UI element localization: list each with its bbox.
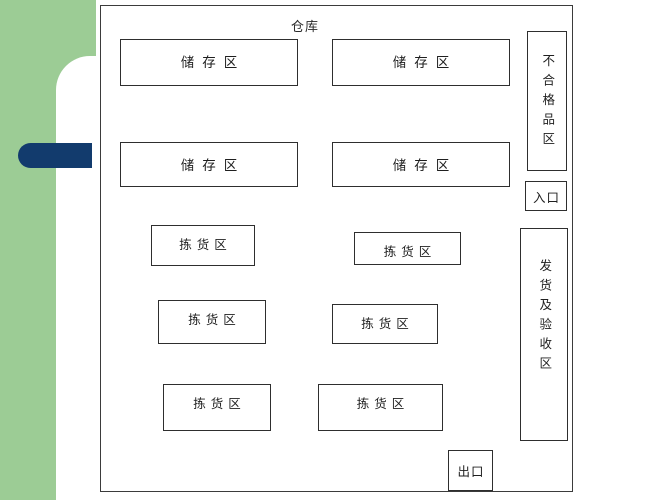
picking-zone-4-label: 拣货区 [361, 316, 414, 331]
picking-zone-5-label: 拣货区 [193, 396, 246, 411]
decorative-blue-bar [18, 143, 92, 168]
diagram-title: 仓库 [291, 20, 320, 35]
picking-zone-1-label: 拣货区 [179, 237, 232, 252]
storage-zone-3-label: 储存区 [180, 158, 246, 174]
picking-zone-2: 拣货区 [354, 232, 461, 265]
storage-zone-4: 储存区 [332, 142, 510, 187]
exit-door: 出口 [448, 450, 493, 491]
exit-door-label: 出口 [457, 464, 485, 479]
picking-zone-3-label: 拣货区 [188, 312, 241, 327]
shipping-receiving-zone-label: 发货及验收区 [537, 259, 553, 376]
storage-zone-1: 储存区 [120, 39, 298, 86]
warehouse-outline: 仓库 储存区 储存区 储存区 储存区 拣货区 拣货区 拣货区 拣货区 [100, 5, 573, 492]
entrance-door-label: 入口 [532, 189, 560, 205]
decorative-white-cutout [56, 56, 116, 500]
picking-zone-2-label: 拣货区 [383, 244, 437, 259]
entrance-door: 入口 [525, 181, 567, 211]
shipping-receiving-zone: 发货及验收区 [520, 228, 568, 441]
picking-zone-1: 拣货区 [151, 225, 255, 266]
picking-zone-3: 拣货区 [158, 300, 266, 344]
storage-zone-3: 储存区 [120, 142, 298, 187]
picking-zone-5: 拣货区 [163, 384, 271, 431]
picking-zone-4: 拣货区 [332, 304, 438, 344]
storage-zone-1-label: 储存区 [180, 55, 246, 71]
nonconforming-product-zone: 不合格品区 [527, 31, 567, 171]
nonconforming-product-zone-label: 不合格品区 [540, 54, 556, 152]
storage-zone-2: 储存区 [332, 39, 510, 86]
storage-zone-4-label: 储存区 [392, 158, 458, 174]
picking-zone-6: 拣货区 [318, 384, 443, 431]
picking-zone-6-label: 拣货区 [356, 396, 410, 411]
storage-zone-2-label: 储存区 [392, 55, 458, 71]
